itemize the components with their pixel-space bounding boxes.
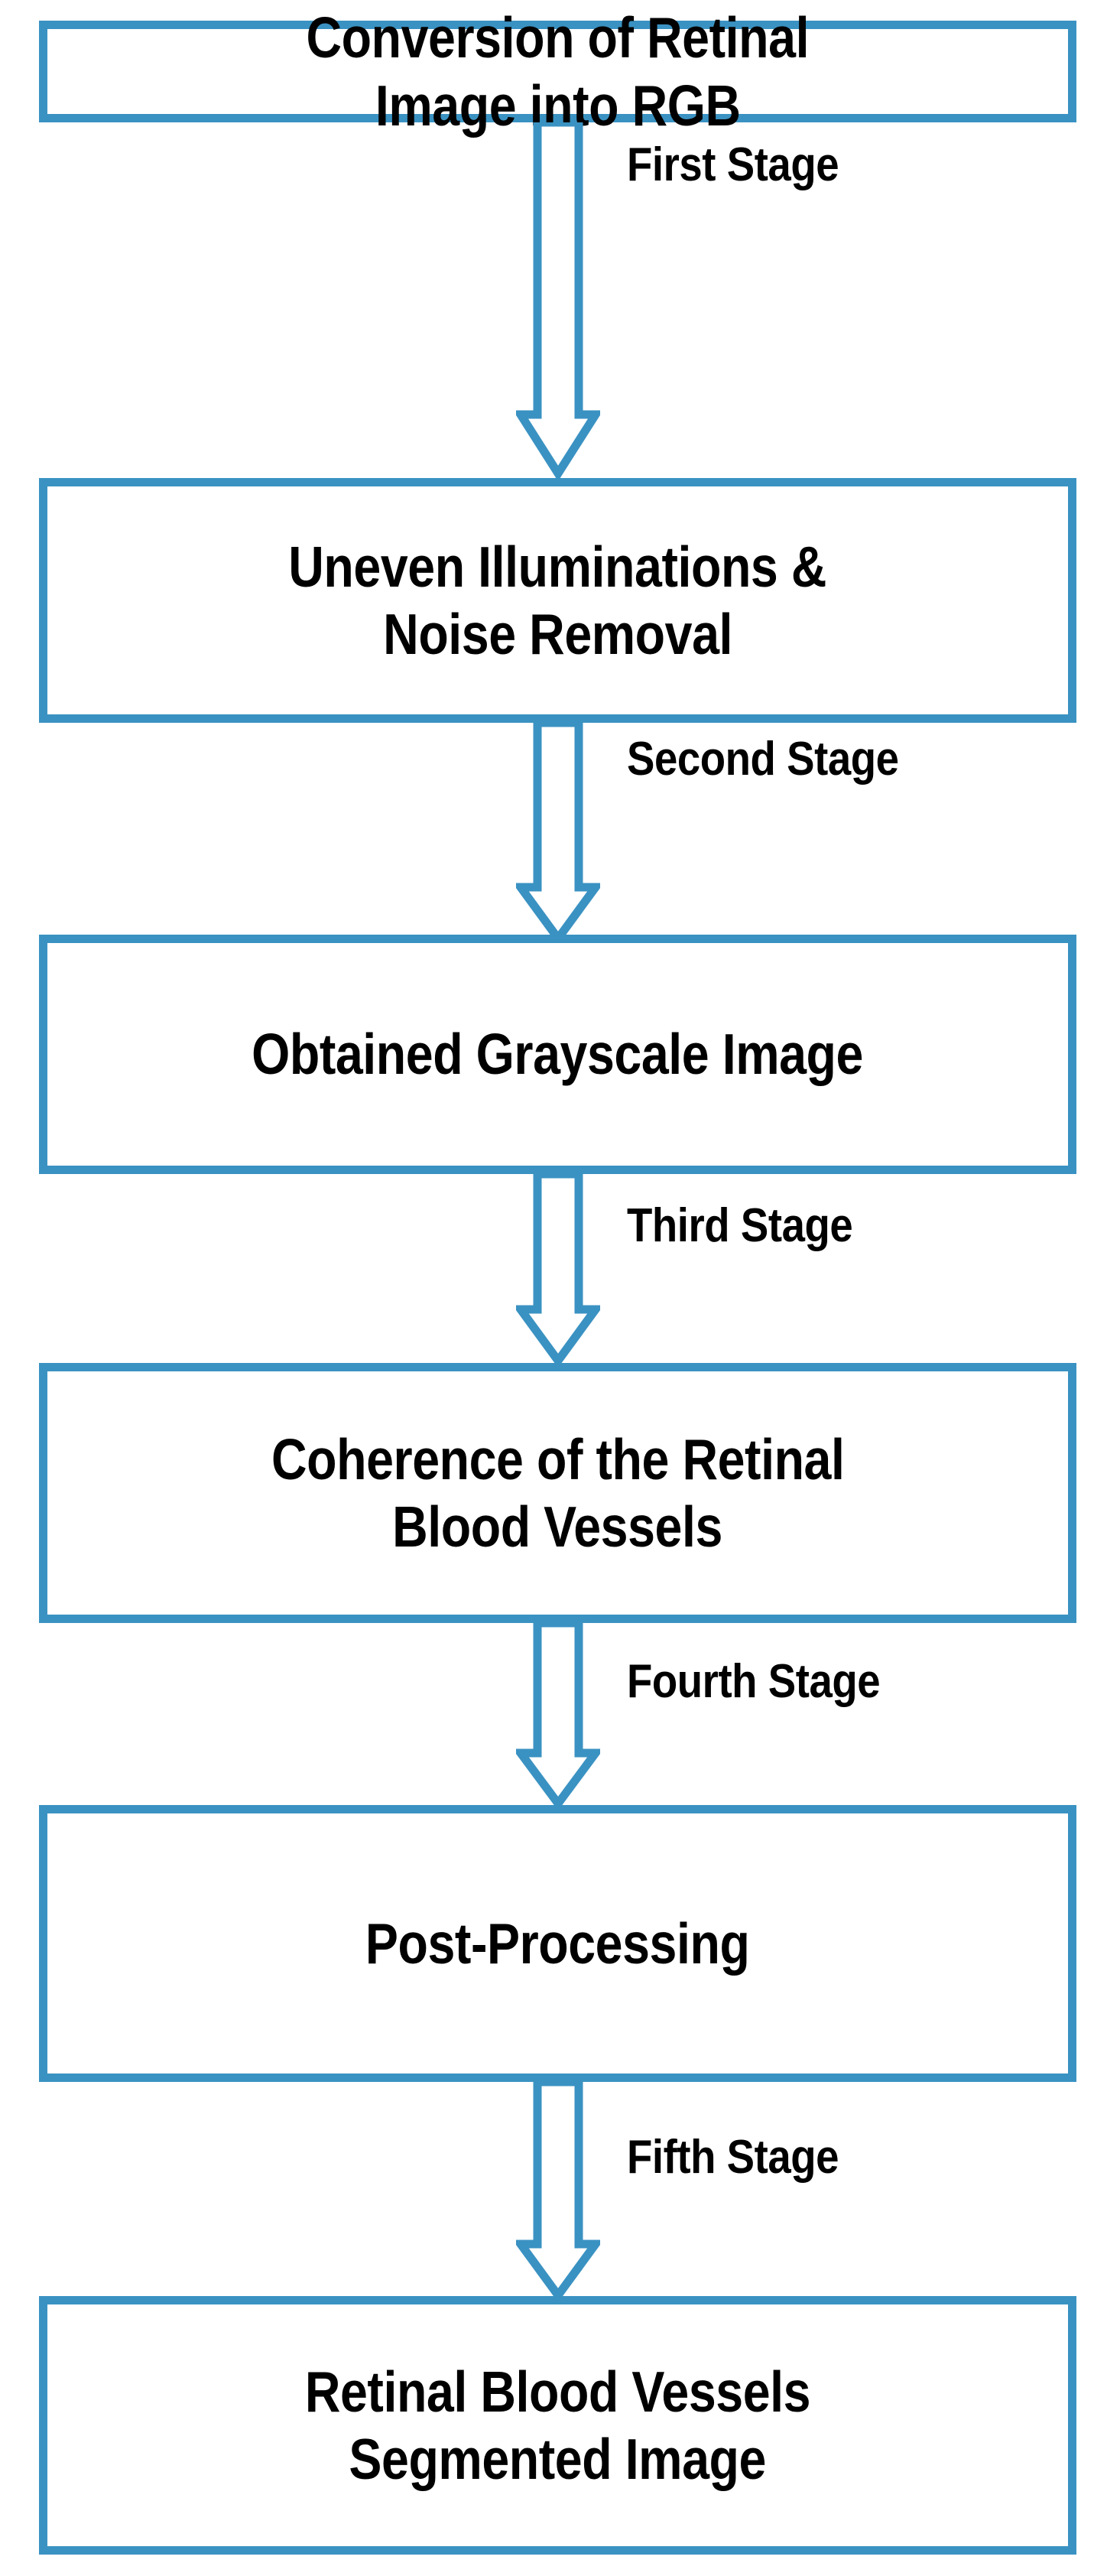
process-node-5-line-1: Post-Processing	[365, 1911, 750, 1976]
process-node-6[interactable]: Retinal Blood Vessels Segmented Image	[39, 2296, 1076, 2555]
edge-label-fourth-stage: Fourth Stage	[627, 1655, 881, 1708]
process-node-3-line-1: Obtained Grayscale Image	[252, 1022, 864, 1087]
process-node-1[interactable]: Conversion of Retinal Image into RGB	[39, 5, 1076, 138]
down-block-arrow-icon-4	[516, 1623, 600, 1808]
process-node-3[interactable]: Obtained Grayscale Image	[39, 935, 1076, 1174]
edge-label-first-stage: First Stage	[627, 138, 839, 191]
down-block-arrow-icon-2	[516, 723, 600, 943]
process-node-4-line-1: Coherence of the Retinal	[271, 1426, 845, 1491]
process-node-5[interactable]: Post-Processing	[39, 1805, 1076, 2082]
process-node-1-line-1: Conversion of Retinal	[306, 5, 810, 70]
down-block-arrow-icon-1	[516, 122, 600, 478]
process-node-4-line-2: Blood Vessels	[392, 1495, 723, 1559]
down-block-arrow-icon-5	[516, 2082, 600, 2300]
edge-label-second-stage: Second Stage	[627, 733, 899, 785]
process-node-2-line-2: Noise Removal	[383, 602, 732, 666]
process-node-6-line-2: Segmented Image	[349, 2427, 767, 2491]
down-block-arrow-icon-3	[516, 1174, 600, 1365]
edge-label-fifth-stage: Fifth Stage	[627, 2131, 839, 2184]
process-node-6-line-1: Retinal Blood Vessels	[304, 2359, 811, 2424]
process-node-2-line-1: Uneven Illuminations &	[288, 534, 827, 599]
process-node-2[interactable]: Uneven Illuminations & Noise Removal	[39, 478, 1076, 723]
process-node-4[interactable]: Coherence of the Retinal Blood Vessels	[39, 1363, 1076, 1623]
edge-label-third-stage: Third Stage	[627, 1199, 853, 1252]
